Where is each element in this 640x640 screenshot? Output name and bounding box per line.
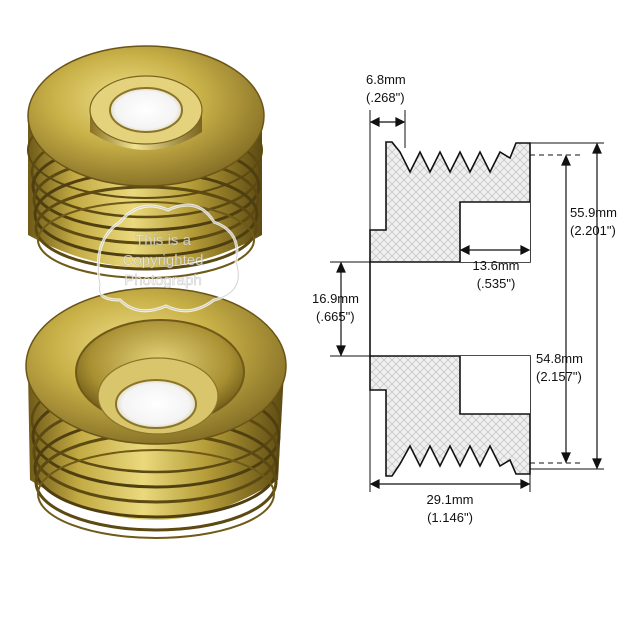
outer-diameter-mm: 55.9mm [570,205,617,220]
groove-width-inch: (.268") [366,90,405,105]
top-pulley-bore-hole [109,87,183,133]
bottom-pulley-bore-hole [115,379,197,429]
dimension-arrows [336,117,602,489]
outer-diameter-inch: (2.201") [570,223,616,238]
watermark-line-3: Photograph [124,272,202,289]
bottom-pulley [25,287,287,539]
groove-width-mm: 6.8mm [366,72,406,87]
groove-diameter-mm: 54.8mm [536,351,583,366]
groove-diameter-inch: (2.157") [536,369,582,384]
overall-width-inch: (1.146") [427,510,473,525]
watermark-line-2: Copyrighted [123,252,204,269]
bore-diameter-inch: (.665") [316,309,355,324]
hub-depth-mm: 13.6mm [473,258,520,273]
watermark-line-1: This is a [135,232,192,249]
cross-section-drawing: 6.8mm (.268") 55.9mm (2.201") 13.6mm (.5… [312,72,617,525]
top-pulley [27,45,265,279]
overall-width-mm: 29.1mm [427,492,474,507]
top-pulley-boss [89,75,203,150]
hub-depth-inch: (.535") [477,276,516,291]
bore-diameter-mm: 16.9mm [312,291,359,306]
copyright-watermark: This is a Copyrighted Photograph [96,203,240,313]
